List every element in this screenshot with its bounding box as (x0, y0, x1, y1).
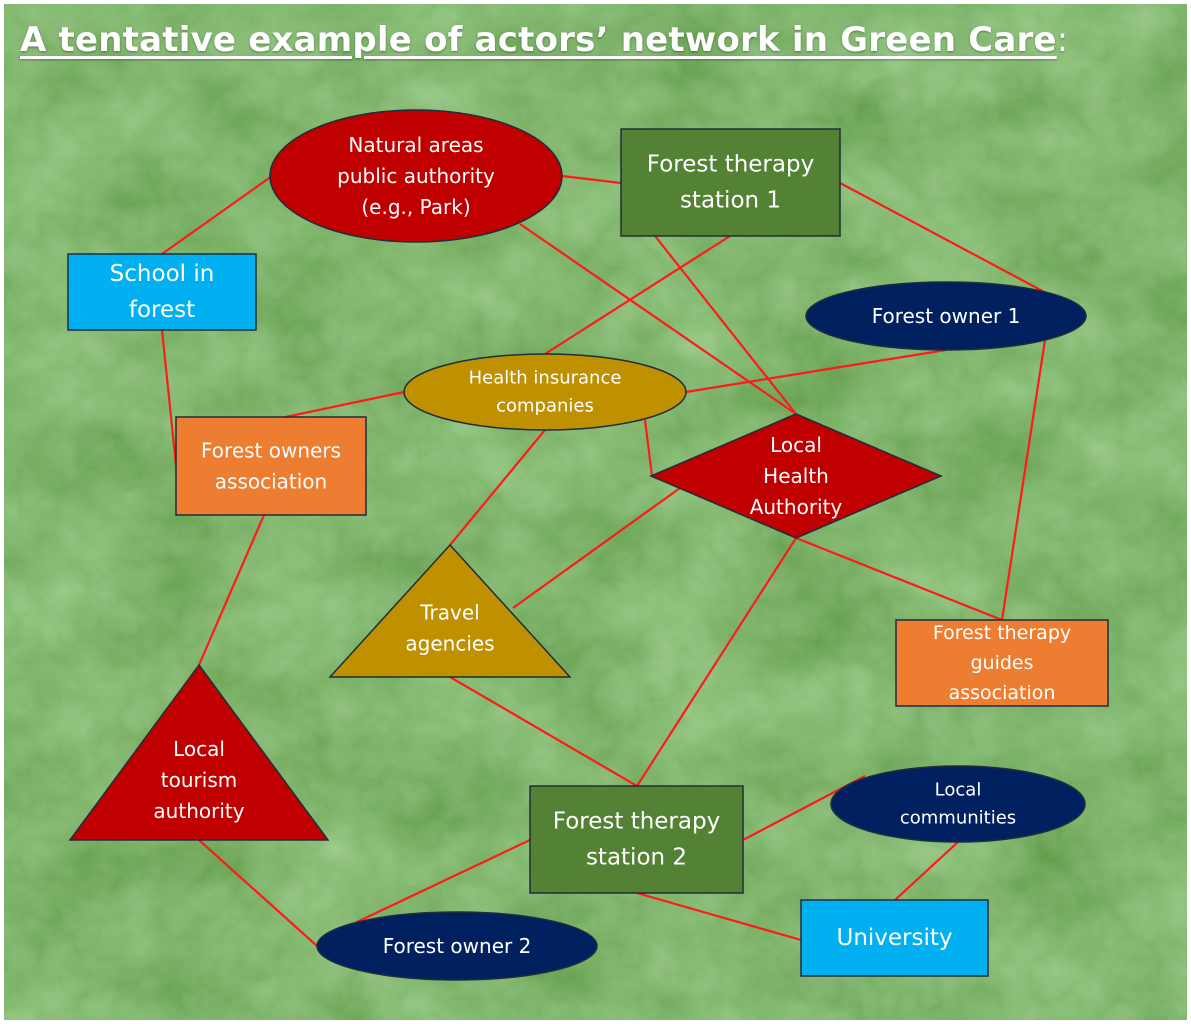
node-university-shape (800, 899, 989, 977)
node-school-label-line: forest (129, 297, 195, 323)
node-communities-shape (830, 765, 1086, 843)
node-natural-areas-shape (269, 109, 563, 243)
node-health-insurance-label-line: companies (496, 396, 594, 417)
node-station2-shape (529, 785, 744, 894)
node-owner2-shape (316, 911, 598, 981)
node-local-health-label-line: Local (770, 433, 822, 457)
node-station1-label-line: station 1 (680, 188, 781, 214)
node-station1-label-line: Forest therapy (647, 152, 814, 178)
node-university: University (800, 899, 989, 977)
edge-natural-areas-to-school (161, 175, 273, 255)
node-guides-label-line: guides (970, 652, 1033, 674)
node-local-health-label-line: Authority (750, 495, 843, 519)
node-health-insurance: Health insurance companies (403, 353, 687, 431)
edge-natural-areas-to-station1 (561, 174, 622, 185)
node-tourism-label-line: authority (153, 799, 244, 823)
node-travel: Travel agencies (328, 543, 572, 678)
edge-health-insurance-to-travel (449, 429, 546, 546)
node-station1: Forest therapy station 1 (620, 128, 841, 237)
node-tourism: Local tourism authority (68, 663, 330, 841)
node-school-shape (67, 253, 257, 331)
node-local-health-shape (649, 413, 943, 539)
node-travel-shape (328, 543, 572, 678)
node-guides: Forest therapy guides association (895, 619, 1109, 707)
node-communities-label-line: Local (935, 780, 982, 801)
node-travel-label-line: Travel (419, 601, 479, 625)
edge-station1-to-health-insurance (544, 235, 731, 355)
edge-health-insurance-to-local-health (643, 419, 654, 477)
node-station1-shape (620, 128, 841, 237)
node-station2-label-line: station 2 (586, 845, 687, 871)
node-station2-label-line: Forest therapy (553, 809, 720, 835)
node-owner1-shape (805, 281, 1087, 351)
node-health-insurance-label-line: Health insurance (469, 368, 622, 389)
node-owners-assoc-shape (175, 416, 367, 516)
node-guides-label-line: Forest therapy (933, 622, 1071, 644)
node-communities-label-line: communities (900, 808, 1016, 829)
node-owner2-label-line: Forest owner 2 (383, 934, 532, 958)
page-title: A tentative example of actors’ network i… (20, 20, 1068, 60)
node-tourism-label-line: tourism (161, 768, 237, 792)
edge-station1-to-owner1 (839, 182, 1051, 296)
node-owner1: Forest owner 1 (805, 281, 1087, 351)
title-colon: : (1056, 20, 1069, 60)
title-text: A tentative example of actors’ network i… (20, 20, 1057, 60)
node-natural-areas-label-line: public authority (337, 164, 495, 188)
node-tourism-label-line: Local (173, 737, 225, 761)
node-owner1-label-line: Forest owner 1 (872, 304, 1021, 328)
node-communities: Local communities (830, 765, 1086, 843)
node-travel-label-line: agencies (405, 632, 494, 656)
node-owners-assoc-label-line: Forest owners (201, 439, 341, 463)
node-health-insurance-shape (403, 353, 687, 431)
edge-local-health-to-guides (795, 536, 1003, 622)
node-natural-areas-label-line: Natural areas (348, 133, 483, 157)
node-guides-label-line: association (949, 682, 1056, 704)
node-station2: Forest therapy station 2 (529, 785, 744, 894)
edge-school-to-owners-assoc (160, 329, 178, 466)
edge-communities-to-university (894, 841, 959, 901)
edge-station2-to-university (636, 891, 802, 942)
edge-travel-to-station2 (449, 676, 638, 787)
edge-owner1-to-guides (1000, 339, 1047, 621)
edge-owners-assoc-to-tourism (197, 514, 266, 666)
node-university-label-line: University (836, 925, 952, 951)
node-tourism-shape (68, 663, 330, 841)
edge-local-health-to-station2 (636, 537, 797, 787)
node-school: School in forest (67, 253, 257, 331)
edge-station1-to-local-health (654, 235, 797, 415)
node-owners-assoc-label-line: association (215, 470, 327, 494)
node-school-label-line: School in (110, 261, 215, 287)
node-natural-areas: Natural areas public authority (e.g., Park… (269, 109, 563, 243)
edge-tourism-to-owner2 (198, 839, 318, 947)
node-guides-shape (895, 619, 1109, 707)
edge-local-health-to-travel (512, 487, 681, 609)
node-local-health-label-line: Health (763, 464, 829, 488)
node-owner2: Forest owner 2 (316, 911, 598, 981)
edge-station2-to-owner2 (356, 839, 531, 923)
edge-owner1-to-health-insurance (685, 348, 947, 394)
node-owners-assoc: Forest owners association (175, 416, 367, 516)
actor-nodes: Natural areas public authority (e.g., Park… (67, 109, 1109, 981)
node-natural-areas-label-line: (e.g., Park) (361, 195, 470, 219)
